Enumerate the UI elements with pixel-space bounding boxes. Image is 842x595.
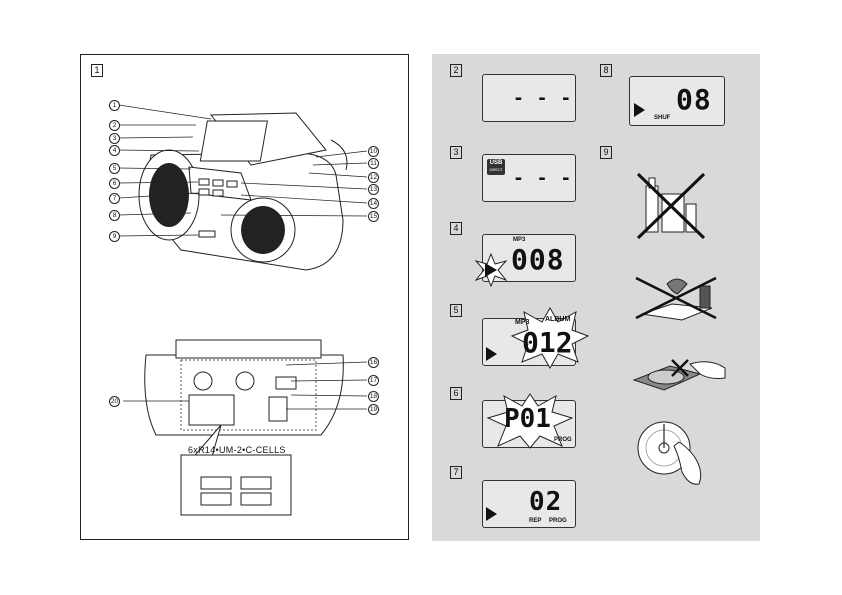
play-indicator-icon [634, 103, 645, 117]
figure-5-number: 5 [450, 304, 462, 317]
lcd-digits: - - - [513, 168, 573, 189]
callout-17: 17 [368, 375, 379, 386]
lcd-label-album: ALBUM [545, 316, 571, 323]
callout-6: 6 [109, 178, 120, 189]
callout-12: 12 [368, 172, 379, 183]
figure-8-number: 8 [600, 64, 612, 77]
callout-2: 2 [109, 120, 120, 131]
usb-direct-badge: USB DIRECT [487, 159, 505, 175]
callout-15: 15 [368, 211, 379, 222]
lcd-digits: 08 [676, 83, 712, 116]
figure-4-number: 4 [450, 222, 462, 235]
figure-2-number: 2 [450, 64, 462, 77]
wipe-disc-outward-icon [637, 421, 702, 485]
callout-8: 8 [109, 210, 120, 221]
lcd-digits: 012 [522, 326, 573, 359]
usb-badge-line2: DIRECT [489, 168, 503, 172]
lcd-digits: P01 [504, 404, 551, 434]
figure-6-number: 6 [450, 387, 462, 400]
callout-16: 16 [368, 357, 379, 368]
callout-5: 5 [109, 163, 120, 174]
play-indicator-icon [486, 347, 497, 361]
lcd-digits: 02 [529, 487, 563, 517]
lcd-label-shuf: SHUF [654, 115, 671, 121]
lcd-display-fig7: 02 REP PROG [482, 480, 576, 528]
no-cleaning-chemicals-icon [636, 172, 706, 240]
figure-9-number: 9 [600, 146, 612, 159]
lcd-digits: - - - [513, 88, 573, 109]
callout-19: 19 [368, 404, 379, 415]
figures-2-9-panel: 2 - - - 3 USB DIRECT - - - 4 MP3 008 5 M… [432, 54, 760, 541]
boombox-back-illustration [123, 339, 368, 516]
callout-4: 4 [109, 145, 120, 156]
callout-3: 3 [109, 133, 120, 144]
lcd-label-mp3: MP3 [513, 237, 526, 243]
figure-number: 1 [91, 64, 103, 77]
figure-7-number: 7 [450, 466, 462, 479]
flash-burst-icon [474, 253, 508, 287]
battery-spec-label: 6xR14•UM-2•C-CELLS [188, 445, 286, 455]
callout-13: 13 [368, 184, 379, 195]
lcd-label-prog: PROG [554, 437, 572, 443]
callout-18: 18 [368, 391, 379, 402]
no-heat-moisture-icon [635, 276, 717, 321]
flash-burst-icon [510, 306, 590, 370]
callout-10: 10 [368, 146, 379, 157]
callout-9: 9 [109, 231, 120, 242]
lcd-display-fig3: USB DIRECT - - - [482, 154, 576, 202]
play-indicator-icon [486, 507, 497, 521]
usb-badge-line1: USB [489, 160, 503, 166]
lcd-display-fig8: 08 SHUF [629, 76, 725, 126]
lcd-label-mp3: MP3 [515, 319, 530, 326]
callout-7: 7 [109, 193, 120, 204]
lcd-label-rep: REP [529, 518, 542, 524]
callout-20: 20 [109, 396, 120, 407]
callout-11: 11 [368, 158, 379, 169]
flash-burst-icon [486, 393, 574, 449]
lcd-label-prog: PROG [549, 518, 567, 524]
figure-3-number: 3 [450, 146, 462, 159]
lcd-digits: 008 [511, 243, 565, 276]
no-scratch-disc-icon [632, 359, 726, 391]
lcd-display-fig4: MP3 008 [482, 234, 576, 282]
callout-1: 1 [109, 100, 120, 111]
figure-1-panel: 1 [80, 54, 409, 540]
callout-14: 14 [368, 198, 379, 209]
boombox-front-illustration [118, 104, 368, 271]
lcd-display-fig2: - - - [482, 74, 576, 122]
